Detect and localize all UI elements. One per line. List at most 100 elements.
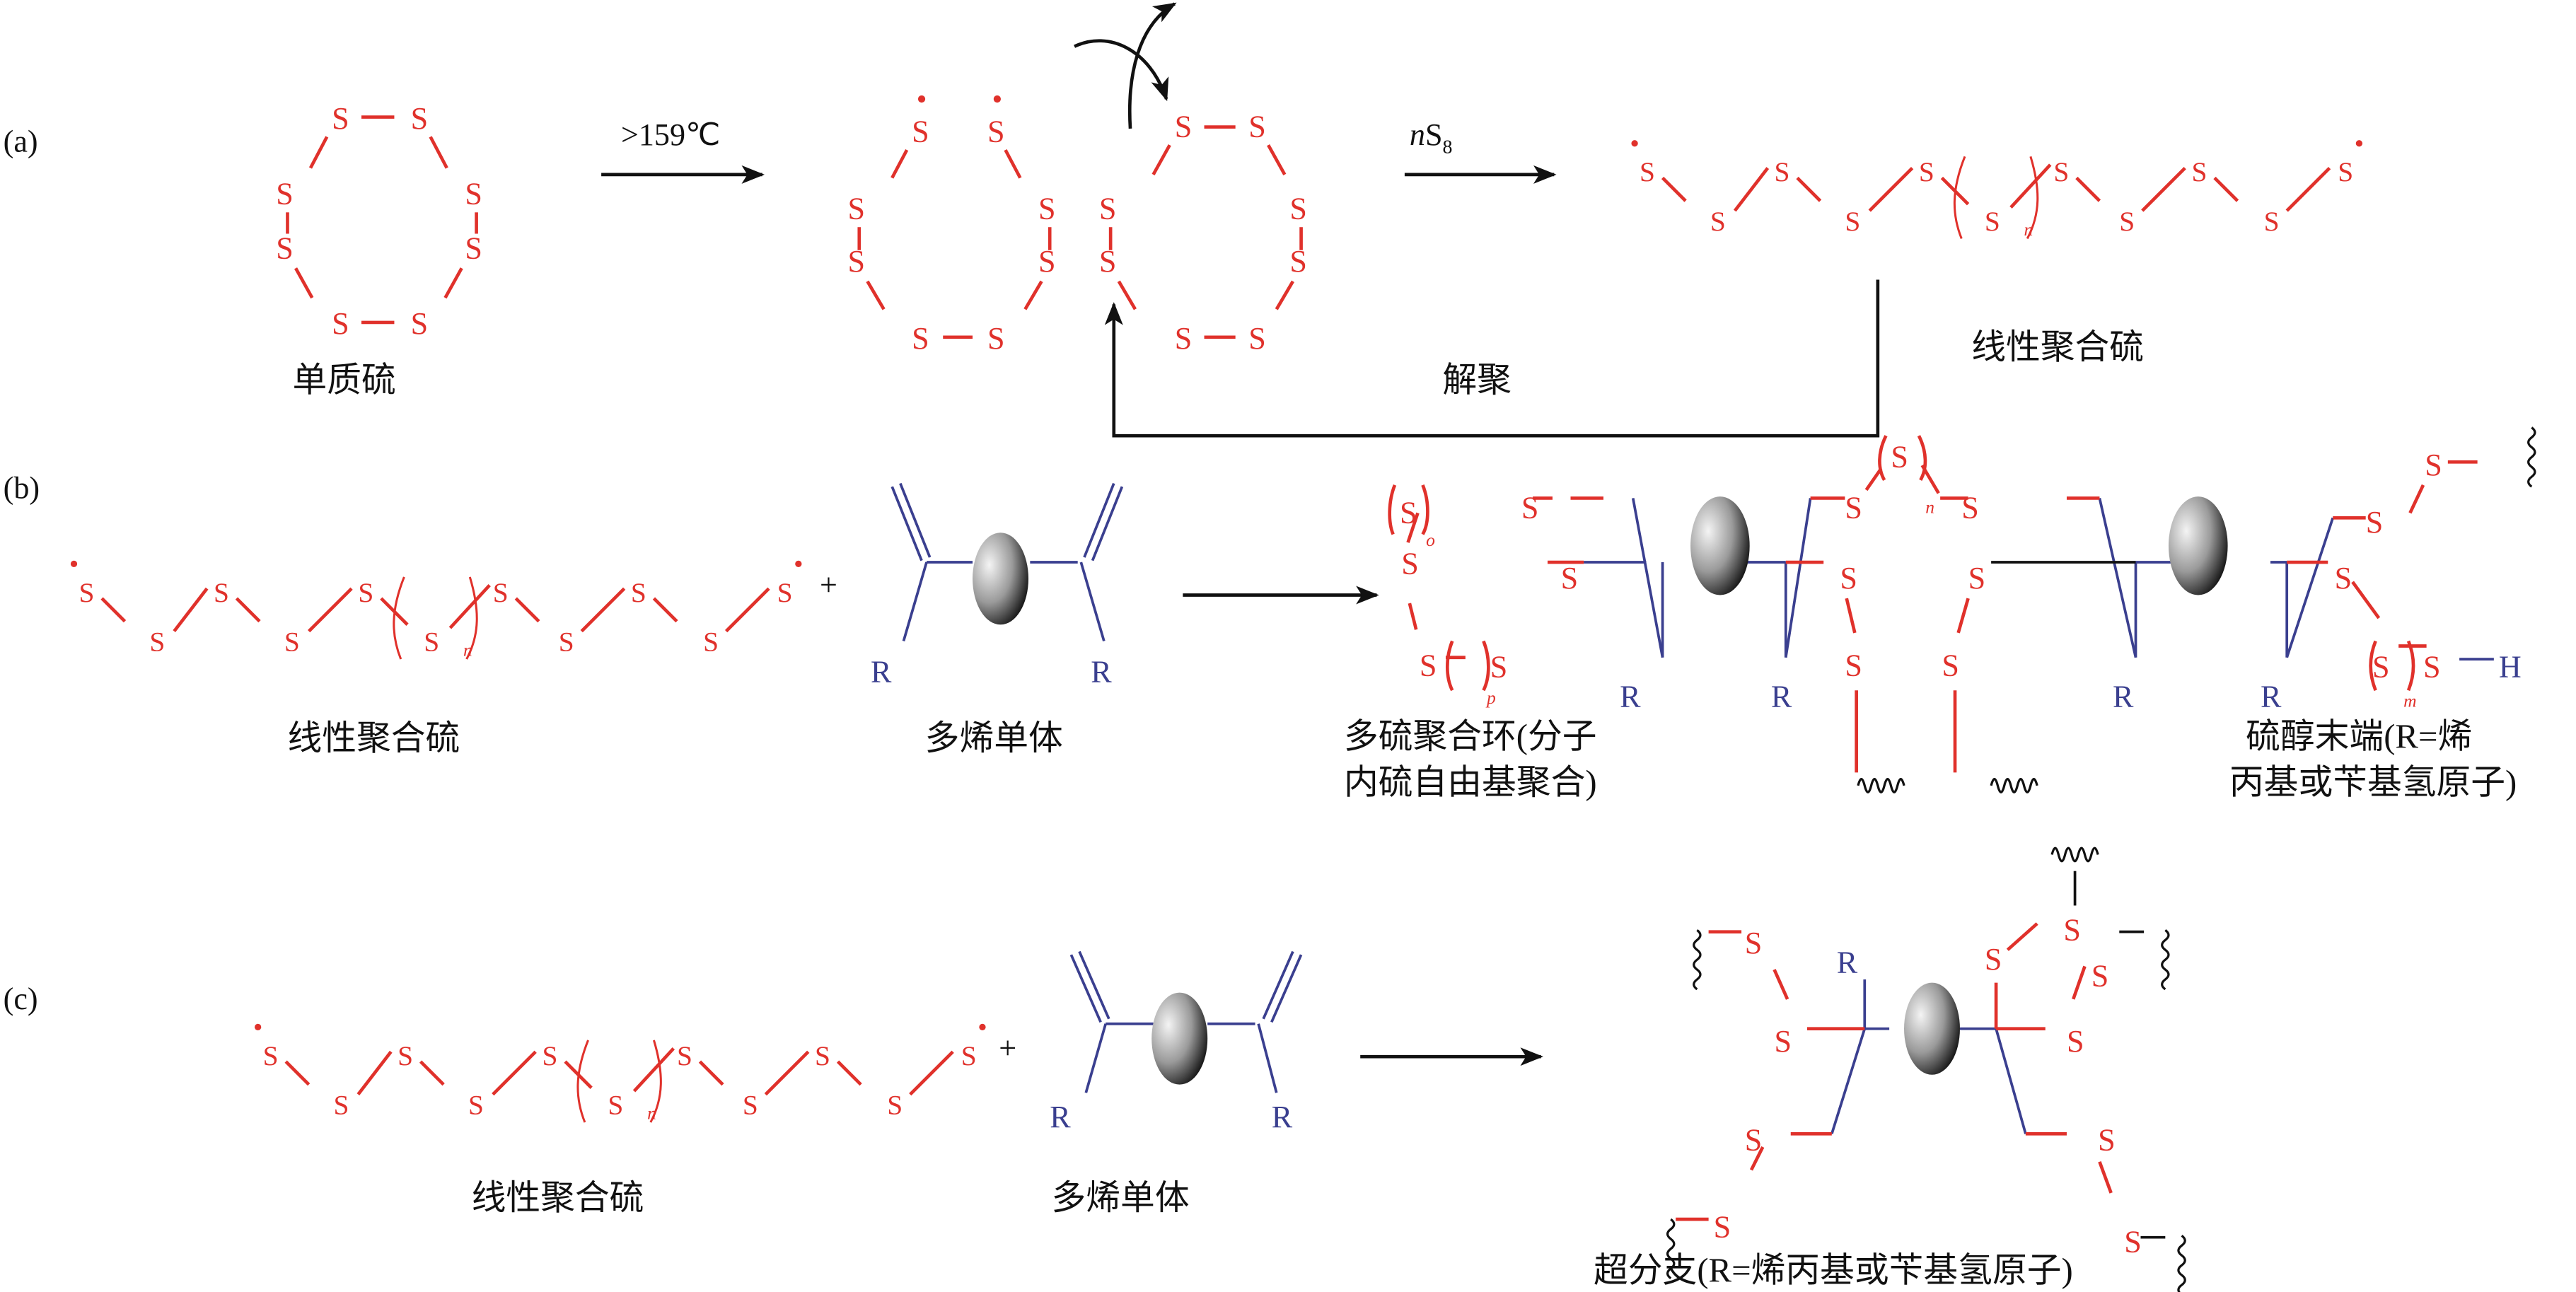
- sulfur-atom: S: [411, 306, 429, 341]
- r-group: R: [871, 655, 892, 689]
- sulfur-atom: S: [1521, 490, 1539, 525]
- sulfur-atom: S: [1175, 321, 1193, 356]
- hyperbranched-label: 超分支(R=烯丙基或苄基氢原子): [1594, 1251, 2073, 1289]
- core-sphere: [2168, 496, 2228, 595]
- sulfur-atom: S: [1891, 439, 1908, 474]
- sulfur-atom: S: [332, 306, 349, 341]
- electron-push-arrow: [1074, 39, 1169, 102]
- linear-sulfur-label-a: 线性聚合硫: [1971, 328, 2144, 366]
- sulfur-atom: S: [987, 114, 1005, 149]
- thiol-end-label-line1: 硫醇末端(R=烯: [2246, 718, 2472, 756]
- sulfur-atom: S: [987, 321, 1005, 356]
- r-group: R: [1050, 1100, 1071, 1134]
- sulfur-atom: S: [1745, 1123, 1763, 1158]
- r-group: R: [1837, 945, 1858, 980]
- subscript-o: o: [1426, 530, 1435, 550]
- sulfur-atom: S: [2335, 561, 2352, 595]
- linear-polysulfide-a: [1631, 140, 2362, 240]
- s8-ring-molecule: S S S S S S S S: [276, 101, 482, 341]
- sulfur-atom: S: [2067, 1024, 2084, 1059]
- panel-c-label: (c): [4, 982, 38, 1016]
- linear-sulfur-label-c: 线性聚合硫: [472, 1179, 644, 1217]
- panel-c: (c) + 线性聚合硫 R R 多烯单体: [4, 846, 2186, 1292]
- sulfur-atom: S: [2063, 912, 2081, 947]
- reagent-ns8: nS8: [1410, 117, 1453, 158]
- sulfur-atom: S: [1099, 192, 1117, 226]
- linear-polysulfide-b: [71, 561, 802, 660]
- sulfur-atom: S: [1745, 926, 1763, 960]
- diene-monomer-label-b: 多烯单体: [925, 719, 1063, 757]
- sulfur-atom: S: [1400, 495, 1417, 530]
- sulfur-atom: S: [2425, 448, 2442, 482]
- radical-dot: [917, 95, 926, 103]
- sulfur-atom: S: [2098, 1123, 2116, 1158]
- hyperbranched-product: S S S S S S S S S S R: [1666, 846, 2186, 1292]
- subscript-m: m: [2403, 690, 2416, 711]
- sulfur-atom: S: [848, 192, 866, 226]
- temperature-condition: >159℃: [621, 117, 721, 152]
- sulfur-atom: S: [1248, 321, 1266, 356]
- sulfur-atom: S: [912, 114, 929, 149]
- reagent-subscript: 8: [1442, 136, 1452, 158]
- radical-dot: [993, 95, 1001, 103]
- opened-ring-diradical: S S S S S S S S: [848, 95, 1056, 356]
- sulfur-atom: S: [1420, 648, 1437, 682]
- sulfur-atom: S: [276, 177, 294, 211]
- sulfur-atom: S: [848, 244, 866, 279]
- polysulfide-network-b: S S S S S S S S S S S S S S S S S S H: [1388, 426, 2536, 793]
- sulfur-atom: S: [1968, 561, 1986, 595]
- core-sphere: [1904, 982, 1960, 1075]
- core-sphere: [1151, 992, 1208, 1085]
- sulfur-atom: S: [1289, 244, 1307, 279]
- sulfur-atom: S: [1845, 648, 1862, 682]
- r-group: R: [1272, 1100, 1293, 1134]
- sulfur-atom: S: [1099, 244, 1117, 279]
- reagent-sulfur: S: [1425, 117, 1443, 152]
- sulfur-atom: S: [1714, 1210, 1731, 1245]
- sulfur-atom: S: [1985, 942, 2002, 977]
- sulfur-atom: S: [411, 101, 429, 136]
- r-group: R: [1771, 679, 1792, 714]
- diene-monomer-label-c: 多烯单体: [1052, 1179, 1190, 1217]
- diene-monomer-b: R R: [871, 482, 1124, 689]
- r-group: R: [2113, 679, 2134, 714]
- sulfur-atom: S: [1038, 192, 1056, 226]
- sulfur-atom: S: [1248, 109, 1266, 144]
- sulfur-atom: S: [2372, 650, 2390, 685]
- sulfur-atom: S: [1942, 648, 1959, 682]
- diene-monomer-c: R R: [1050, 950, 1303, 1134]
- r-group: R: [1091, 655, 1112, 689]
- sulfur-atom: S: [1490, 650, 1508, 685]
- sulfur-atoms: S S S S S S S S: [276, 101, 482, 341]
- r-group: R: [1620, 679, 1641, 714]
- sulfur-atom: S: [2366, 505, 2384, 540]
- sulfur-atom: S: [465, 231, 482, 265]
- r-group: R: [2261, 679, 2282, 714]
- reagent-multiplier: n: [1410, 117, 1425, 152]
- sulfur-atom: S: [2091, 958, 2109, 993]
- core-sphere: [1690, 496, 1750, 595]
- core-sphere: [973, 532, 1029, 625]
- subscript-p: p: [1485, 687, 1496, 708]
- subscript-n: n: [1925, 496, 1934, 517]
- panel-b: (b) + 线性聚合硫 R R 多烯单体: [4, 426, 2536, 802]
- sulfur-atom: S: [1840, 561, 1857, 595]
- panel-a: (a) S S S S S S S S: [4, 2, 2362, 438]
- polysulfide-ring-label-line1: 多硫聚合环(分子: [1344, 718, 1597, 756]
- ring-bonds: [286, 115, 478, 325]
- sulfur-atom: S: [1775, 1024, 1792, 1059]
- depolymerization-arrow: [1104, 279, 1880, 438]
- sulfur-atom: S: [2124, 1225, 2142, 1259]
- sulfur-atom: S: [1175, 109, 1193, 144]
- sulfur-atom: S: [465, 177, 482, 211]
- thiol-end-label-line2: 丙基或苄基氢原子): [2229, 764, 2517, 802]
- plus-sign-c: +: [999, 1030, 1016, 1065]
- sulfur-atom: S: [276, 231, 294, 265]
- sulfur-atom: S: [1845, 490, 1862, 525]
- panel-b-label: (b): [4, 470, 40, 505]
- sulfur-atom: S: [1561, 561, 1579, 595]
- sulfur-atom: S: [1401, 546, 1419, 581]
- s8-ring-attacked: S S S S S S S S: [1099, 109, 1307, 356]
- plus-sign-b: +: [820, 567, 837, 602]
